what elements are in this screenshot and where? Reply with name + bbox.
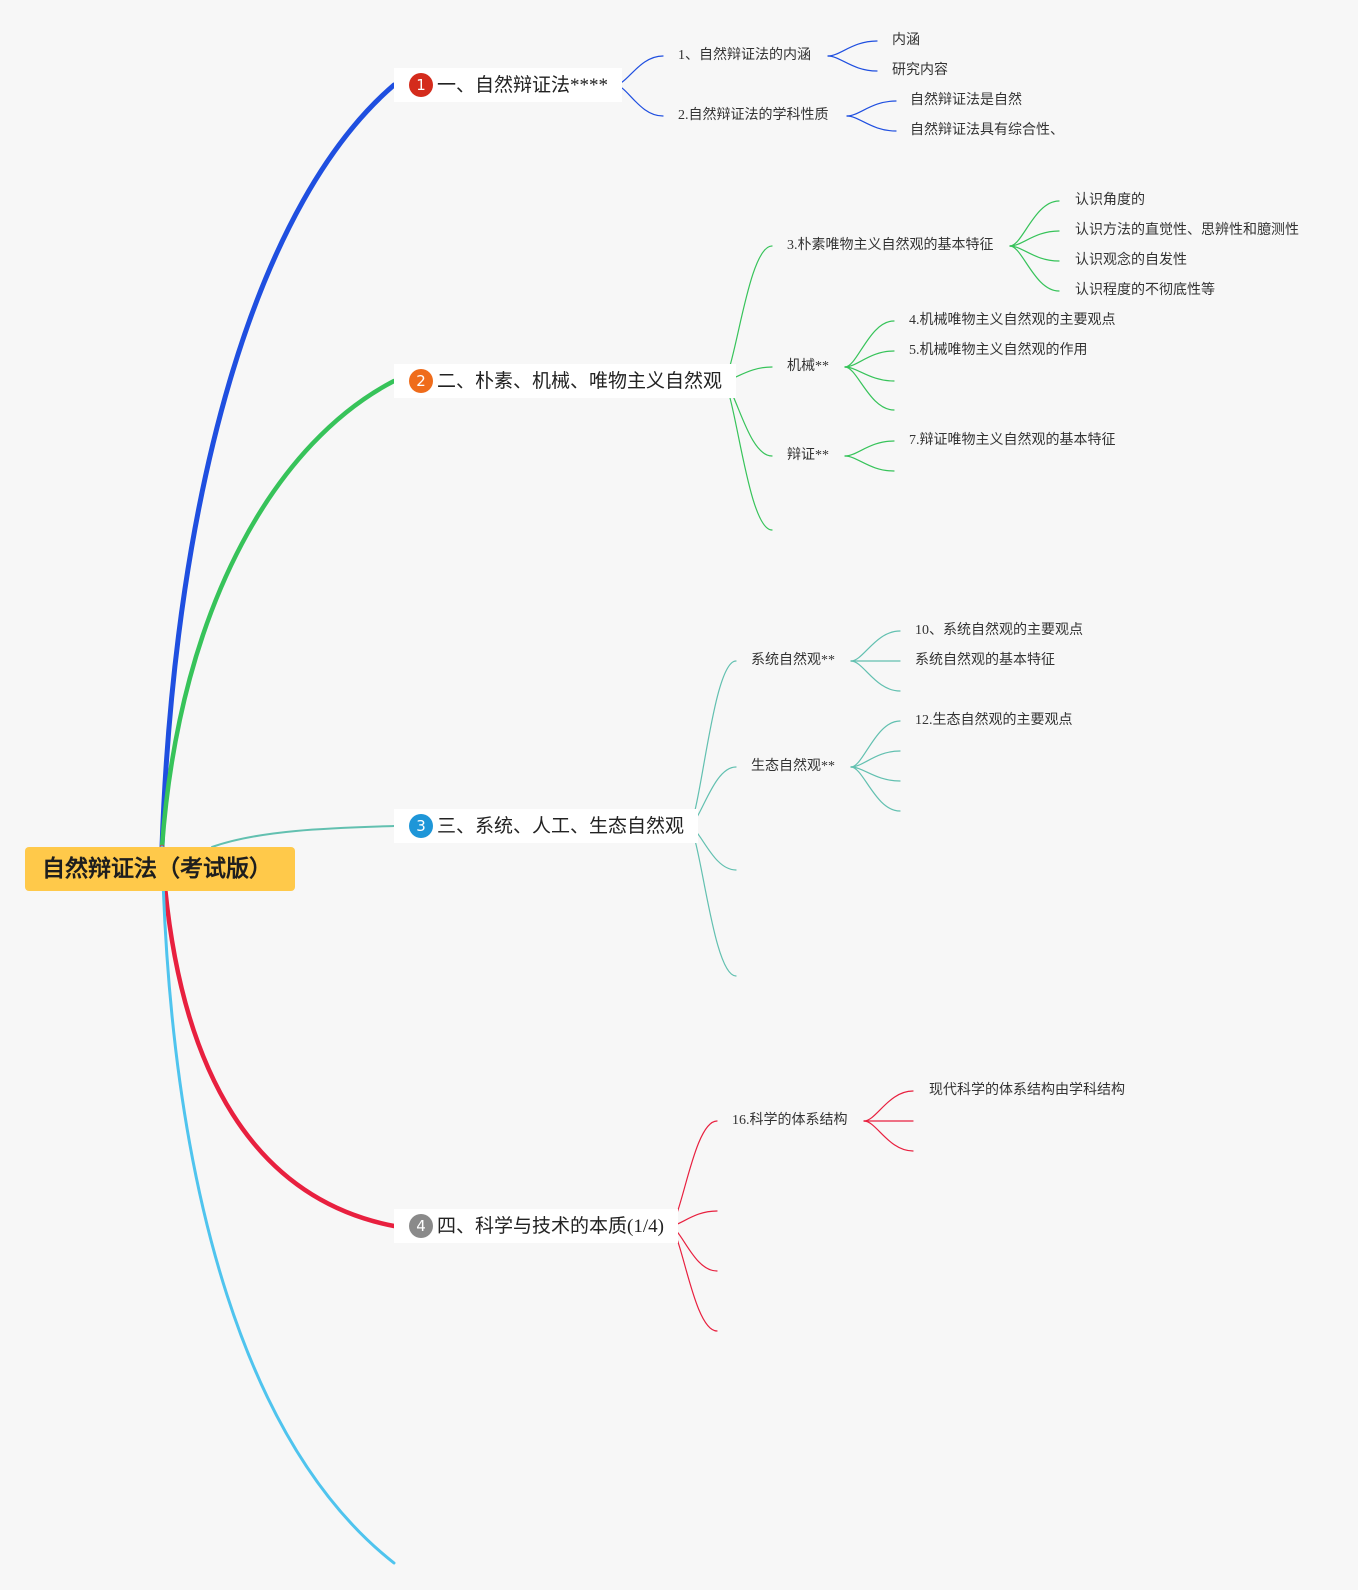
leaf-2-2-2[interactable]: 5.机械唯物主义自然观的作用 — [909, 343, 1088, 358]
b4-1-leaf-connector-1 — [863, 1090, 914, 1122]
b2-2-leaf-connector-2 — [844, 350, 895, 368]
subtopic-2-2[interactable]: 机械** — [787, 359, 829, 374]
branch-4-topic[interactable]: 4 四、科学与技术的本质(1/4) — [394, 1209, 678, 1243]
branch-2-label: 二、朴素、机械、唯物主义自然观 — [437, 370, 723, 392]
b2-sub-connector-4 — [721, 380, 773, 531]
branch-4-label: 四、科学与技术的本质(1/4) — [437, 1215, 664, 1237]
leaf-1-2-1[interactable]: 自然辩证法是自然 — [910, 93, 1022, 108]
subtopic-3-2[interactable]: 生态自然观** — [751, 759, 835, 774]
leaf-2-1-1[interactable]: 认识角度的 — [1075, 193, 1145, 208]
b1-1-leaf-connector-1 — [827, 40, 878, 57]
subtopic-2-3[interactable]: 辩证** — [787, 448, 829, 463]
b2-3-leaf-connector-2 — [844, 455, 895, 472]
leaf-2-1-2[interactable]: 认识方法的直觉性、思辨性和臆测性 — [1075, 223, 1299, 238]
subtopic-2-1[interactable]: 3.朴素唯物主义自然观的基本特征 — [787, 238, 994, 253]
main-connector-1 — [159, 82, 397, 850]
b3-1-leaf-connector-1 — [850, 630, 901, 662]
b2-2-leaf-connector-3 — [844, 366, 895, 382]
b1-sub-connector-2 — [614, 84, 664, 117]
branch-1-label: 一、自然辩证法**** — [437, 74, 609, 96]
b3-2-leaf-connector-1 — [850, 720, 901, 768]
branch-1-topic[interactable]: 1 一、自然辩证法**** — [394, 68, 623, 102]
b4-1-leaf-connector-3 — [863, 1120, 914, 1152]
b1-2-leaf-connector-2 — [846, 115, 897, 132]
priority-2-icon: 2 — [409, 369, 433, 393]
subtopic-1-2[interactable]: 2.自然辩证法的学科性质 — [678, 108, 829, 123]
leaf-2-1-3[interactable]: 认识观念的自发性 — [1075, 253, 1187, 268]
b3-sub-connector-1 — [687, 660, 737, 827]
b2-3-leaf-connector-1 — [844, 440, 895, 457]
leaf-4-1-1[interactable]: 现代科学的体系结构由学科结构 — [929, 1083, 1125, 1098]
b3-sub-connector-4 — [687, 825, 737, 977]
b2-2-leaf-connector-1 — [844, 320, 895, 368]
branch-2-topic[interactable]: 2 二、朴素、机械、唯物主义自然观 — [394, 364, 737, 398]
b2-1-leaf-connector-1 — [1009, 200, 1060, 247]
main-connector-3 — [211, 825, 395, 848]
subtopic-4-1[interactable]: 16.科学的体系结构 — [732, 1113, 848, 1128]
b3-2-leaf-connector-3 — [850, 766, 901, 782]
b2-1-leaf-connector-2 — [1009, 230, 1060, 247]
b2-1-leaf-connector-4 — [1009, 245, 1060, 292]
main-connector-4 — [159, 844, 397, 1229]
b1-sub-connector-1 — [614, 55, 664, 86]
b2-2-leaf-connector-4 — [844, 366, 895, 411]
leaf-3-1-2[interactable]: 系统自然观的基本特征 — [915, 653, 1055, 668]
b1-1-leaf-connector-2 — [827, 55, 878, 72]
leaf-1-1-1[interactable]: 内涵 — [892, 33, 920, 48]
priority-1-icon: 1 — [409, 73, 433, 97]
subtopic-3-1[interactable]: 系统自然观** — [751, 653, 835, 668]
priority-4-icon: 4 — [409, 1214, 433, 1238]
priority-3-icon: 3 — [409, 814, 433, 838]
leaf-3-1-1[interactable]: 10、系统自然观的主要观点 — [915, 623, 1083, 638]
b2-1-leaf-connector-3 — [1009, 245, 1060, 262]
leaf-2-3-1[interactable]: 7.辩证唯物主义自然观的基本特征 — [909, 433, 1116, 448]
b2-sub-connector-1 — [721, 245, 773, 382]
main-connector-5 — [160, 845, 396, 1565]
root-topic[interactable]: 自然辩证法（考试版） — [25, 847, 295, 891]
branch-3-label: 三、系统、人工、生态自然观 — [437, 815, 685, 837]
subtopic-1-1[interactable]: 1、自然辩证法的内涵 — [678, 48, 811, 63]
b3-2-leaf-connector-2 — [850, 750, 901, 768]
b3-1-leaf-connector-3 — [850, 660, 901, 692]
main-connector-2 — [159, 378, 397, 850]
leaf-1-2-2[interactable]: 自然辩证法具有综合性、 — [910, 123, 1064, 138]
branch-3-topic[interactable]: 3 三、系统、人工、生态自然观 — [394, 809, 699, 843]
leaf-2-2-1[interactable]: 4.机械唯物主义自然观的主要观点 — [909, 313, 1116, 328]
leaf-1-1-2[interactable]: 研究内容 — [892, 63, 948, 78]
leaf-3-2-1[interactable]: 12.生态自然观的主要观点 — [915, 713, 1073, 728]
b1-2-leaf-connector-1 — [846, 100, 897, 117]
leaf-2-1-4[interactable]: 认识程度的不彻底性等 — [1075, 283, 1215, 298]
b3-2-leaf-connector-4 — [850, 766, 901, 812]
